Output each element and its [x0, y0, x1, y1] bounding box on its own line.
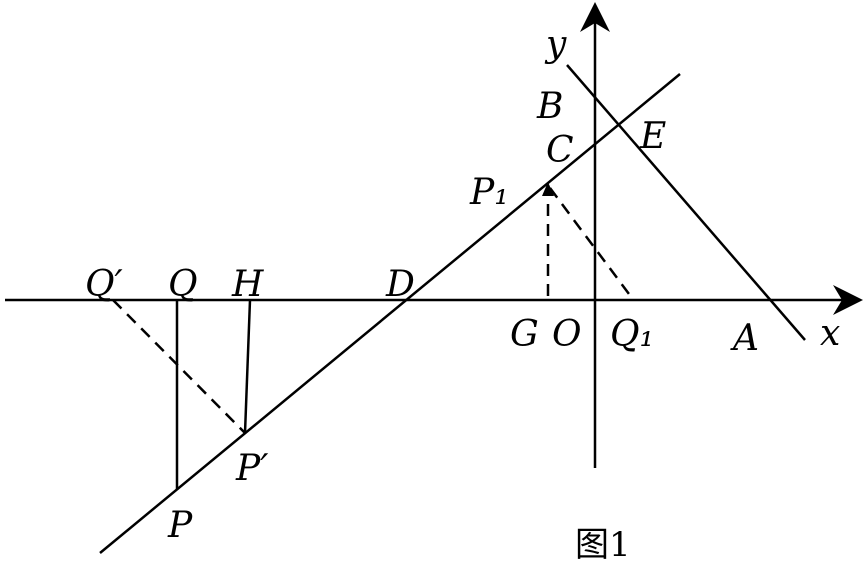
label-G: G [510, 314, 539, 355]
label-E: E [639, 116, 666, 157]
segment-HP-prime [243, 299, 252, 434]
label-H: H [231, 264, 264, 305]
line-PD-C [99, 73, 681, 554]
label-P: P [167, 505, 193, 546]
dashed-P1-Q1 [548, 187, 634, 299]
label-A: A [730, 318, 759, 359]
label-y-axis: y [544, 24, 567, 65]
dashed-Qprime-Pprime [112, 299, 246, 434]
label-x-axis: x [820, 313, 840, 354]
label-Q1: Q₁ [610, 314, 654, 355]
arrow-tip-P1 [542, 182, 554, 196]
label-C: C [546, 130, 574, 171]
line-BEA [566, 64, 806, 341]
label-Q-prime: Q′ [85, 264, 123, 305]
label-B: B [536, 86, 563, 127]
label-Q: Q [168, 264, 198, 305]
label-D: D [385, 264, 415, 305]
label-P-prime: P′ [235, 448, 268, 489]
figure-caption: 图1 [575, 525, 631, 564]
label-P1: P₁ [469, 172, 509, 213]
label-O: O [552, 314, 582, 355]
